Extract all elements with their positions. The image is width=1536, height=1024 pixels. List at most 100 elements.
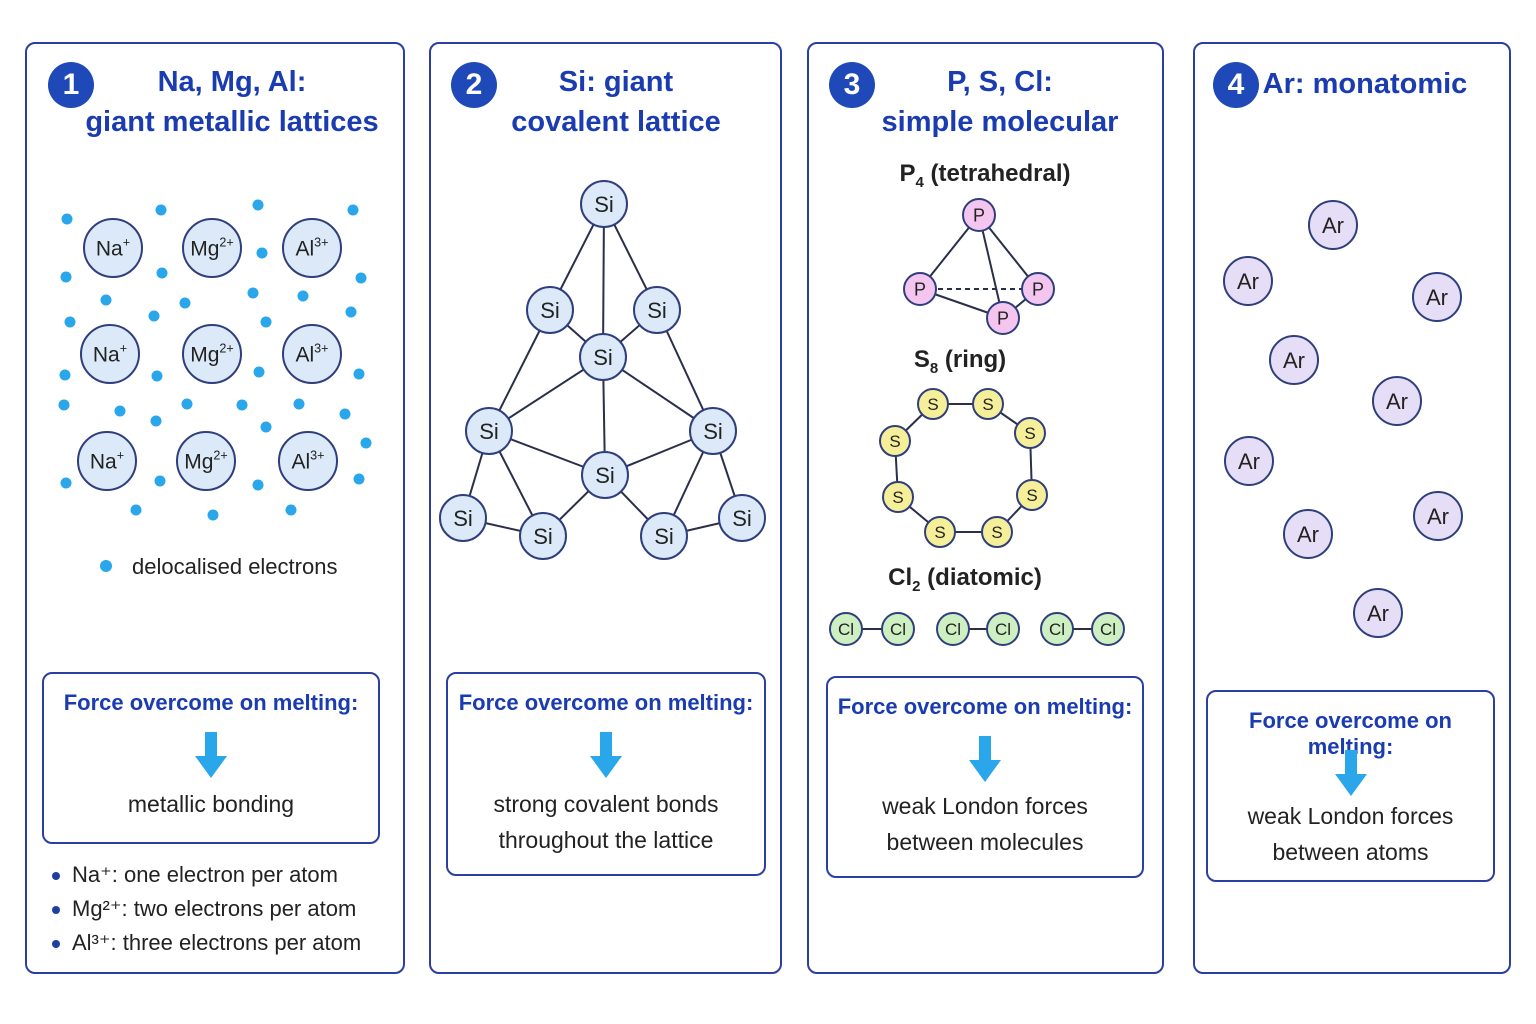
atom-si: Si — [526, 286, 574, 334]
note-text: Al³⁺: three electrons per atom — [72, 930, 362, 955]
electron-dot — [260, 316, 272, 328]
atom-label: S — [982, 395, 993, 414]
panel-title-line2: covalent lattice — [511, 106, 721, 138]
panel-title-line2: giant metallic lattices — [85, 106, 379, 138]
formula-description: (diatomic) — [920, 564, 1042, 591]
atom-ar: Ar — [1412, 272, 1462, 322]
atom-label: P — [973, 205, 985, 225]
atom-label: Cl — [1100, 620, 1116, 639]
atom-ar: Ar — [1283, 509, 1333, 559]
atom-label: Ar — [1427, 504, 1449, 529]
atom-label: Si — [654, 524, 674, 549]
formula-subscript: 8 — [929, 359, 939, 377]
atom-label: Ar — [1426, 285, 1448, 310]
force-heading: Force overcome on melting: — [1249, 708, 1452, 759]
panel-metallic: 1 Na, Mg, Al: giant metallic lattices Fo… — [25, 42, 405, 974]
force-heading: Force overcome on melting: — [837, 694, 1133, 719]
atom-label: Ar — [1283, 348, 1305, 373]
atom-s: S — [879, 425, 911, 457]
atom-si: Si — [718, 494, 766, 542]
atom-label: Si — [593, 345, 613, 370]
atom-label: Si — [595, 463, 615, 488]
atom-s: S — [917, 388, 949, 420]
ion-mg: Mg2+ — [182, 218, 242, 278]
atom-label: Ar — [1386, 389, 1408, 414]
ion-al: Al3+ — [282, 218, 342, 278]
electron-dot — [64, 316, 76, 328]
atom-s: S — [981, 516, 1013, 548]
formula-base: P — [899, 160, 916, 187]
atom-label: Si — [533, 524, 553, 549]
atom-label: Cl — [995, 620, 1011, 639]
panel-title-line2: Ar: monatomic — [1262, 68, 1468, 100]
force-result-line1: strong covalent bonds — [493, 791, 719, 817]
electron-dot — [293, 398, 305, 410]
atom-si: Si — [640, 512, 688, 560]
panel-title-line1: Si: giant — [558, 66, 674, 98]
atom-label: Cl — [1049, 620, 1065, 639]
force-result-line1: weak London forces — [1247, 803, 1454, 829]
electron-dot — [100, 294, 112, 306]
atom-label: Si — [732, 506, 752, 531]
force-result: metallic bonding — [44, 786, 378, 822]
electron-dot — [151, 370, 163, 382]
down-arrow-icon — [969, 736, 1001, 782]
force-box: Force overcome on melting: metallic bond… — [42, 672, 380, 844]
force-heading: Force overcome on melting: — [458, 690, 754, 715]
electron-dot — [339, 408, 351, 420]
atom-ar: Ar — [1353, 588, 1403, 638]
bullet-icon — [52, 940, 60, 948]
atom-label: S — [889, 432, 900, 451]
atom-label: S — [991, 523, 1002, 542]
atom-cl: Cl — [881, 612, 915, 646]
atom-label: Ar — [1322, 213, 1344, 238]
electron-dot — [236, 399, 248, 411]
down-arrow-icon — [1334, 750, 1367, 796]
electron-dot — [252, 199, 264, 211]
electron-dot — [355, 272, 367, 284]
force-result-line2: between atoms — [1272, 839, 1429, 865]
legend-label: delocalised electrons — [132, 554, 338, 579]
atom-s: S — [1016, 479, 1048, 511]
down-arrow-icon — [195, 732, 227, 778]
atom-p: P — [986, 301, 1020, 335]
panel-title-line1: P, S, Cl: — [947, 66, 1053, 98]
atom-label: S — [927, 395, 938, 414]
force-box: Force overcome on melting: weak London f… — [826, 676, 1144, 878]
formula-description: (tetrahedral) — [923, 160, 1071, 187]
force-result-line1: metallic bonding — [127, 791, 295, 817]
atom-s: S — [924, 516, 956, 548]
electron-dot — [130, 504, 142, 516]
panel-title-line1: Na, Mg, Al: — [157, 66, 307, 98]
atom-label: Si — [594, 192, 614, 217]
atom-cl: Cl — [829, 612, 863, 646]
panel-title-line2: simple molecular — [881, 106, 1119, 138]
bullet-icon — [52, 906, 60, 914]
p4-label: P4 (tetrahedral) — [840, 160, 1130, 191]
force-result-line1: weak London forces — [882, 793, 1088, 819]
ion-na: Na+ — [80, 324, 140, 384]
formula-subscript: 2 — [912, 577, 921, 595]
atom-label: Si — [479, 419, 499, 444]
panel-number-badge: 2 — [451, 62, 497, 108]
electron-dot — [156, 267, 168, 279]
bond-line — [602, 203, 605, 358]
down-arrow-icon — [590, 732, 622, 778]
electron-dot — [360, 437, 372, 449]
atom-label: S — [934, 523, 945, 542]
electron-dot — [60, 271, 72, 283]
electron-dot — [150, 415, 162, 427]
panel-title: P, S, Cl: simple molecular — [869, 62, 1131, 142]
atom-label: Si — [647, 298, 667, 323]
electron-dot — [148, 310, 160, 322]
ion-na: Na+ — [77, 431, 137, 491]
ion-mg: Mg2+ — [176, 431, 236, 491]
electron-dot — [61, 213, 73, 225]
atom-si: Si — [579, 333, 627, 381]
atom-s: S — [972, 388, 1004, 420]
atom-s: S — [1014, 417, 1046, 449]
cl2-label: Cl2 (diatomic) — [840, 564, 1090, 595]
electron-dot — [260, 421, 272, 433]
atom-si: Si — [633, 286, 681, 334]
